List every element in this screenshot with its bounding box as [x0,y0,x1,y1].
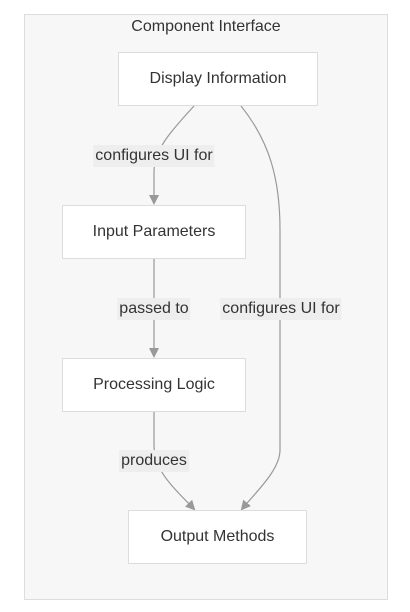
node-label: Input Parameters [92,223,216,240]
node-label: Processing Logic [93,376,215,393]
cluster-title: Component Interface [131,18,281,35]
edge-display-to-output [240,105,281,511]
node-output-methods: Output Methods [128,510,307,564]
edge-label-processing-to-output: produces [119,450,189,472]
node-processing-logic: Processing Logic [62,358,246,412]
edge-label-input-to-processing: passed to [117,298,191,320]
edge-label-display-to-output: configures UI for [220,298,342,320]
edge-display-to-input [149,105,195,205]
node-label: Display Information [149,70,287,87]
node-display-information: Display Information [118,52,318,106]
node-input-parameters: Input Parameters [62,205,246,259]
edge-processing-to-output [153,411,196,511]
node-label: Output Methods [160,528,275,545]
edge-label-display-to-input: configures UI for [93,145,215,167]
